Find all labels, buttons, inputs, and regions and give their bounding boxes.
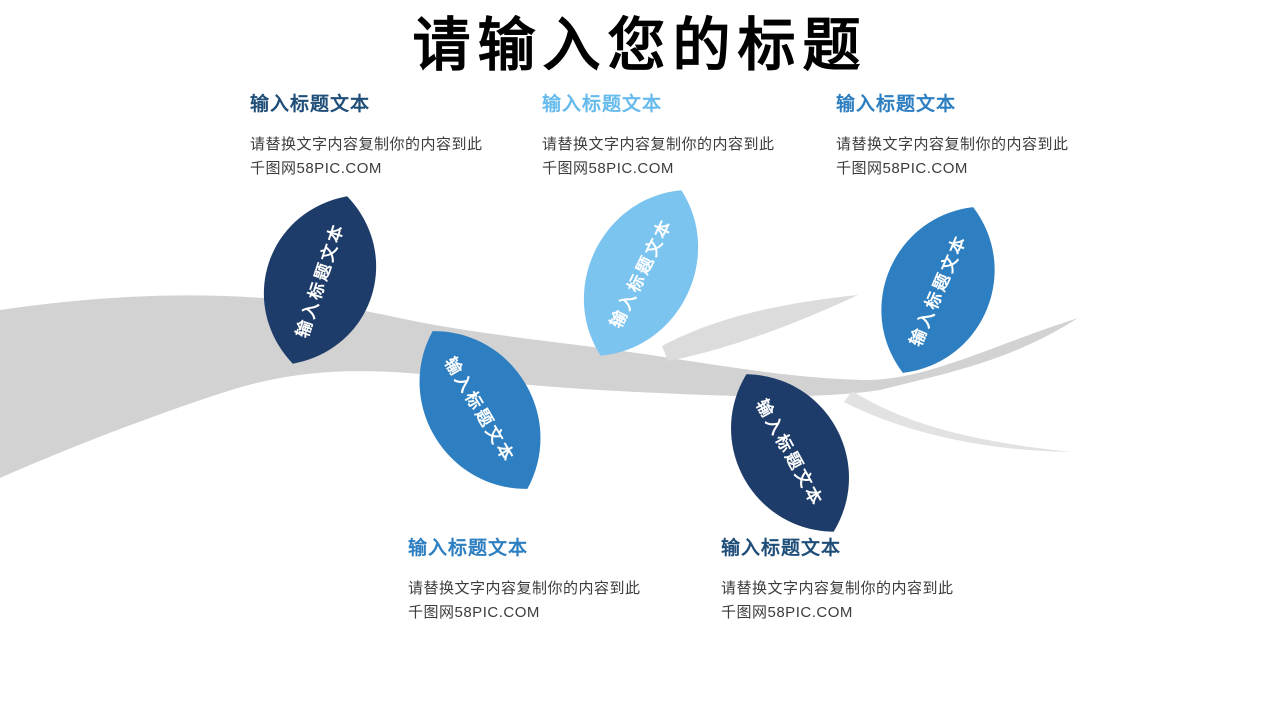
leaf-1: 输入标题文本 [263,196,377,364]
leaf-4-shape [419,331,541,489]
leaf-2: 输入标题文本 [584,190,698,356]
block-body-line-2: 千图网58PIC.COM [542,160,674,177]
text-block-top-1: 输入标题文本 请替换文字内容复制你的内容到此 千图网58PIC.COM [250,94,502,181]
block-heading: 输入标题文本 [836,94,957,115]
block-body-line-1: 请替换文字内容复制你的内容到此 [250,136,483,153]
leaf-1-shape [263,196,377,364]
block-heading: 输入标题文本 [250,94,371,115]
block-body-line-2: 千图网58PIC.COM [721,604,853,621]
branch-twig-upper [662,295,858,361]
block-heading: 输入标题文本 [721,538,842,559]
block-body-line-1: 请替换文字内容复制你的内容到此 [721,580,954,597]
leaf-3-shape [881,207,995,373]
block-body-line-2: 千图网58PIC.COM [408,604,540,621]
text-block-top-3: 输入标题文本 请替换文字内容复制你的内容到此 千图网58PIC.COM [836,94,1088,181]
leaf-2-shape [584,190,698,356]
block-heading: 输入标题文本 [542,94,663,115]
text-block-bottom-2: 输入标题文本 请替换文字内容复制你的内容到此 千图网58PIC.COM [721,538,973,625]
leaf-5: 输入标题文本 [731,374,849,532]
text-block-top-2: 输入标题文本 请替换文字内容复制你的内容到此 千图网58PIC.COM [542,94,794,181]
leaf-3: 输入标题文本 [881,207,995,373]
block-body-line-2: 千图网58PIC.COM [250,160,382,177]
branch-main [0,295,1078,478]
block-body: 请替换文字内容复制你的内容到此 千图网58PIC.COM [721,577,973,625]
block-heading: 输入标题文本 [408,538,529,559]
block-body: 请替换文字内容复制你的内容到此 千图网58PIC.COM [250,133,502,181]
page-title: 请输入您的标题 [412,13,868,78]
leaf-4: 输入标题文本 [419,331,541,489]
text-block-bottom-1: 输入标题文本 请替换文字内容复制你的内容到此 千图网58PIC.COM [408,538,660,625]
block-body-line-1: 请替换文字内容复制你的内容到此 [542,136,775,153]
block-body-line-2: 千图网58PIC.COM [836,160,968,177]
block-body-line-1: 请替换文字内容复制你的内容到此 [408,580,641,597]
branch-twig-lower [844,391,1072,452]
block-body: 请替换文字内容复制你的内容到此 千图网58PIC.COM [408,577,660,625]
leaf-5-shape [731,374,849,532]
block-body-line-1: 请替换文字内容复制你的内容到此 [836,136,1069,153]
block-body: 请替换文字内容复制你的内容到此 千图网58PIC.COM [542,133,794,181]
block-body: 请替换文字内容复制你的内容到此 千图网58PIC.COM [836,133,1088,181]
